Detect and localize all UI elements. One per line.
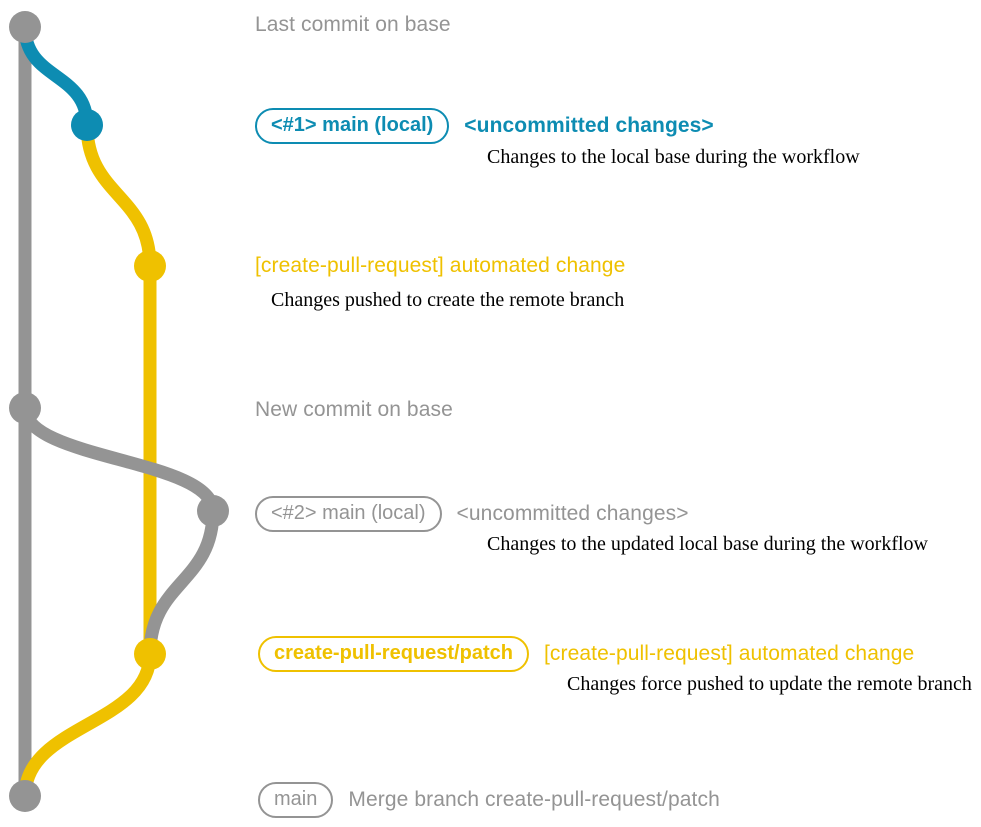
commit-subject: <uncommitted changes>: [464, 114, 714, 137]
commit-entry-last-commit-on-base: Last commit on base: [255, 13, 451, 37]
commit-subject: [create-pull-request] automated change: [255, 254, 626, 277]
commit-node-local-1[interactable]: [71, 109, 103, 141]
edge-base-to-local1: [18, 20, 94, 132]
commit-description: Changes to the local base during the wor…: [487, 146, 860, 168]
commit-entry-automated-change-update: create-pull-request/patch [create-pull-r…: [258, 636, 914, 672]
commit-entry-local-uncommitted-2: <#2> main (local) <uncommitted changes>: [255, 496, 689, 532]
commit-entry-local-uncommitted-1: <#1> main (local) <uncommitted changes>: [255, 108, 714, 144]
commit-subject: [create-pull-request] automated change: [543, 642, 915, 665]
commit-description: Changes pushed to create the remote bran…: [271, 289, 625, 311]
commit-subject: Merge branch create-pull-request/patch: [348, 788, 720, 811]
edge-local1-to-patch: [80, 118, 157, 273]
edge-local2-to-patch-update: [143, 504, 220, 661]
commit-subject: Last commit on base: [255, 13, 451, 36]
commit-entry-merge-commit: main Merge branch create-pull-request/pa…: [258, 782, 720, 818]
ref-badge-main[interactable]: main: [258, 782, 334, 818]
commit-subject: New commit on base: [255, 398, 453, 421]
edge-patch-to-merge: [18, 647, 157, 803]
ref-badge-main-local-1[interactable]: <#1> main (local): [255, 108, 450, 144]
commit-node-base-head[interactable]: [9, 11, 41, 43]
commit-entry-new-commit-on-base: New commit on base: [255, 398, 453, 422]
ref-badge-create-pull-request-patch[interactable]: create-pull-request/patch: [258, 636, 529, 672]
commit-node-merge[interactable]: [9, 780, 41, 812]
commit-entry-automated-change-create: [create-pull-request] automated change: [255, 254, 625, 278]
commit-node-base-new[interactable]: [9, 392, 41, 424]
edge-base-to-local2: [18, 401, 220, 518]
ref-badge-main-local-2[interactable]: <#2> main (local): [255, 496, 442, 532]
commit-description: Changes to the updated local base during…: [487, 533, 928, 555]
commit-node-patch-update[interactable]: [134, 638, 166, 670]
commit-node-patch-create[interactable]: [134, 250, 166, 282]
commit-node-local-2[interactable]: [197, 495, 229, 527]
commit-subject: <uncommitted changes>: [456, 502, 689, 525]
commit-description: Changes force pushed to update the remot…: [567, 673, 972, 695]
